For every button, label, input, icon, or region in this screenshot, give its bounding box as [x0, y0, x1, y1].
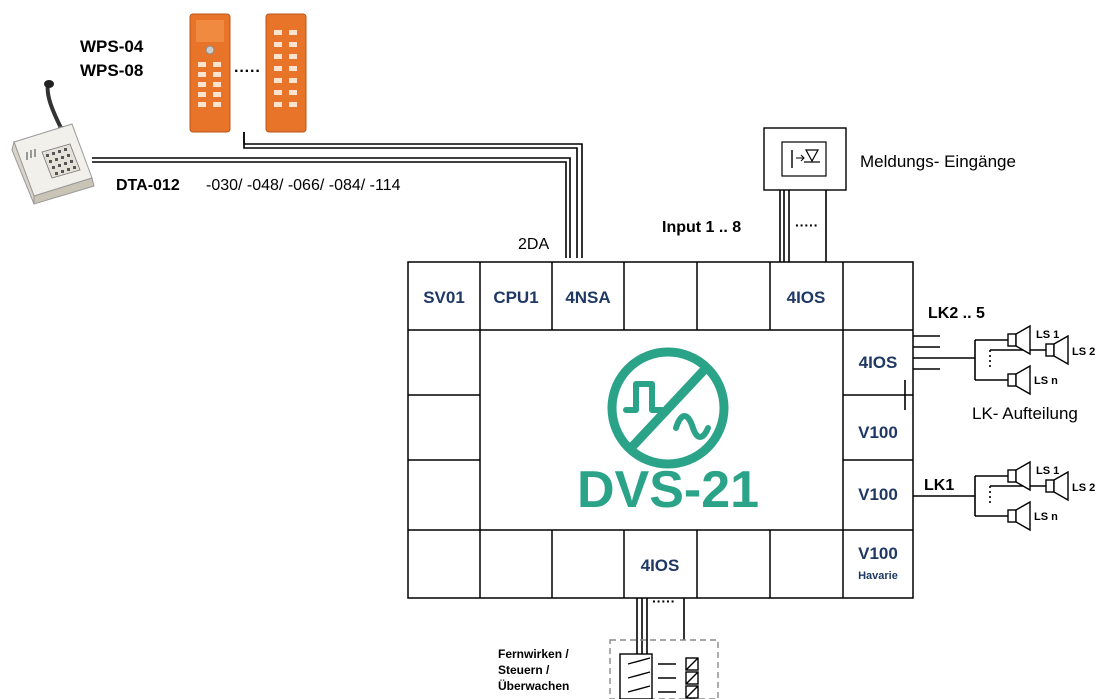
module-slot-4ios-right: 4IOS	[859, 353, 898, 372]
speaker-label: LS n	[1034, 511, 1058, 523]
wps-label-2: WPS-08	[80, 61, 143, 80]
speaker-label: LS 2	[1072, 346, 1095, 358]
speaker-icon	[1007, 324, 1031, 356]
module-slot-v100-1: V100	[858, 423, 898, 442]
module-slot-4nsa: 4NSA	[565, 288, 610, 307]
input-ellipsis: ·····	[795, 217, 818, 233]
lk25-label: LK2 .. 5	[928, 305, 985, 322]
module-slot-4ios-bottom: 4IOS	[641, 556, 680, 575]
speaker-icon	[1045, 334, 1069, 366]
speaker-icon	[1007, 364, 1031, 396]
input-range-label: Input 1 .. 8	[662, 219, 741, 236]
speaker-group-lk25	[974, 339, 1046, 381]
relay-ellipsis: ·····	[652, 593, 675, 609]
lk25-lines	[904, 335, 975, 410]
input-lines	[779, 190, 827, 262]
relay-output-icon	[609, 639, 719, 699]
lk-aufteilung-label: LK- Aufteilung	[972, 404, 1078, 423]
speaker-icon	[1045, 470, 1069, 502]
relay-label-1: Fernwirken /	[498, 647, 569, 661]
bus-lines	[92, 132, 583, 258]
lk1-lines	[913, 475, 1046, 517]
module-slot-sv01: SV01	[423, 288, 465, 307]
speaker-label: LS 1	[1036, 329, 1059, 341]
panel-ellipsis: ·····	[234, 63, 261, 80]
wall-panel-icon	[265, 13, 307, 133]
dta-variants-label: -030/ -048/ -066/ -084/ -114	[206, 177, 401, 194]
lk1-label: LK1	[924, 477, 954, 494]
product-name: DVS-21	[577, 461, 759, 519]
meldungs-label: Meldungs- Eingänge	[860, 152, 1016, 171]
dvs21-rack	[407, 261, 914, 599]
relay-label-2: Steuern /	[498, 663, 550, 677]
module-slot-cpu1: CPU1	[493, 288, 538, 307]
speaker-icon	[1007, 460, 1031, 492]
optocoupler-input-icon	[763, 127, 847, 191]
module-slot-v100-2: V100	[858, 485, 898, 504]
speaker-label: LS 1	[1036, 465, 1059, 477]
speaker-label: LS 2	[1072, 482, 1095, 494]
havarie-label: Havarie	[858, 570, 898, 582]
module-slot-4ios-top: 4IOS	[787, 288, 826, 307]
wps-label-1: WPS-04	[80, 37, 144, 56]
dta-model-label: DTA-012	[116, 177, 180, 194]
bus-label-2da: 2DA	[518, 236, 549, 253]
relay-label-3: Überwachen	[498, 678, 569, 693]
speaker-icon	[1007, 500, 1031, 532]
wall-panel-icon	[189, 13, 231, 133]
speaker-label: LS n	[1034, 375, 1058, 387]
desk-microphone-icon	[11, 80, 95, 205]
module-slot-v100-3: V100	[858, 544, 898, 563]
dvs-logo-icon	[607, 347, 729, 469]
